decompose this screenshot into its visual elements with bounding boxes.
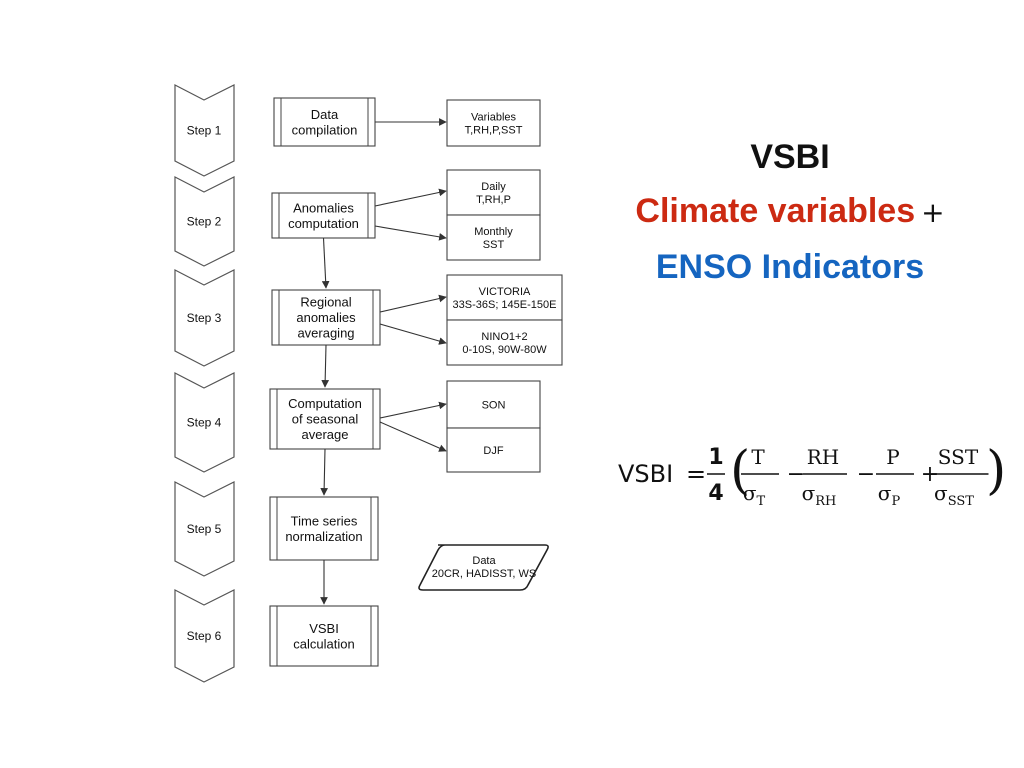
output-box-text: T,RH,P,SST [465,125,523,137]
enso-indicators-label: ENSO Indicators [655,248,925,286]
process-box-text: average [302,427,349,442]
process-box-text: Anomalies [293,200,354,215]
process-box-text: normalization [285,529,362,544]
formula-sign: − [787,462,805,487]
data-source-text: Data [472,555,496,567]
flow-arrow [320,448,328,496]
sigma-subscript: SST [948,494,975,509]
flow-arrow [321,237,330,289]
sigma-symbol: σ [878,481,892,505]
flow-arrow [379,294,447,313]
formula-coef-den: 4 [708,481,723,506]
data-source-text: 20CR, HADISST, WS [432,568,537,580]
sigma-symbol: σ [743,481,757,505]
step-label: Step 1 [187,124,222,138]
output-box-text: DJF [483,445,503,457]
process-box-text: computation [288,216,359,231]
output-box-text: T,RH,P [476,194,511,206]
flow-arrow [379,401,447,419]
flow-arrow [321,344,330,388]
output-box-text: 33S-36S; 145E-150E [453,299,557,311]
flow-arrow [379,421,447,452]
output-box-text: Daily [481,181,506,193]
formula-numerator: T [751,445,765,469]
step-chevron [174,176,235,267]
formula-denominator: σRH [802,481,837,509]
flowchart: Step 1 Step 2 Step 3 Step 4 Step 5 Step 6 Data… [174,84,563,683]
step-chevron [174,372,235,473]
formula-coef-num: 1 [708,445,723,470]
formula-sign: − [857,462,875,487]
output-box-text: SST [483,239,505,251]
process-box-text: Time series [291,513,358,528]
process-box-text: averaging [297,326,354,341]
sigma-symbol: σ [934,481,948,505]
climate-variables-line: Climate variables+ [570,192,1010,231]
process-box [269,605,379,667]
close-paren: ) [986,441,1006,501]
vsbi-title: VSBI [750,138,830,176]
output-box-text: NINO1+2 [481,331,527,343]
process-box [271,289,381,346]
process-box-text: compilation [292,122,358,137]
output-box [446,427,541,473]
output-box-text: Monthly [474,226,513,238]
formula-numerator: P [886,445,899,469]
open-paren: ( [730,441,750,501]
step-chevron [174,481,235,577]
formula-sign: + [921,462,939,487]
formula-equals: = [686,460,706,488]
output-box [446,99,541,147]
climate-variables-label: Climate variables [635,192,916,230]
step-chevron [174,269,235,367]
flow-arrow [374,225,447,241]
formula-lhs: VSBI [618,460,673,488]
output-box [446,319,563,366]
flow-arrow [374,188,447,207]
output-box [446,274,563,321]
process-box-text: anomalies [296,310,356,325]
output-box [446,380,541,429]
process-box [271,192,376,239]
output-box-text: Variables [471,112,517,124]
process-box-text: of seasonal [292,412,359,427]
plus-sign: + [921,196,945,229]
output-box-text: VICTORIA [479,286,531,298]
formula-denominator: σT [743,481,766,509]
formula-numerator: RH [807,445,840,469]
data-source-parallelogram [418,544,549,591]
step-label: Step 4 [187,416,222,430]
output-box [446,214,541,261]
formula-denominator: σP [878,481,901,509]
step-label: Step 5 [187,522,222,536]
process-box [269,496,379,561]
step-label: Step 3 [187,311,222,325]
formula-denominator: σSST [934,481,974,509]
sigma-subscript: P [891,494,900,509]
sigma-subscript: RH [815,494,836,509]
flow-arrow [379,323,447,345]
step-label: Step 2 [187,215,222,229]
process-box-text: Regional [300,295,351,310]
formula-numerator: SST [938,445,979,469]
step-chevron [174,84,235,177]
process-box-text: Data [311,107,339,122]
process-box [269,388,381,450]
process-box-text: calculation [293,636,354,651]
process-box [273,97,376,147]
process-box-text: VSBI [309,621,339,636]
process-box-text: Computation [288,396,362,411]
sigma-subscript: T [756,494,765,509]
sigma-symbol: σ [802,481,816,505]
output-box-text: 0-10S, 90W-80W [462,344,547,356]
output-box [446,169,541,216]
output-box-text: SON [482,400,506,412]
step-chevron [174,589,235,683]
step-label: Step 6 [187,629,222,643]
